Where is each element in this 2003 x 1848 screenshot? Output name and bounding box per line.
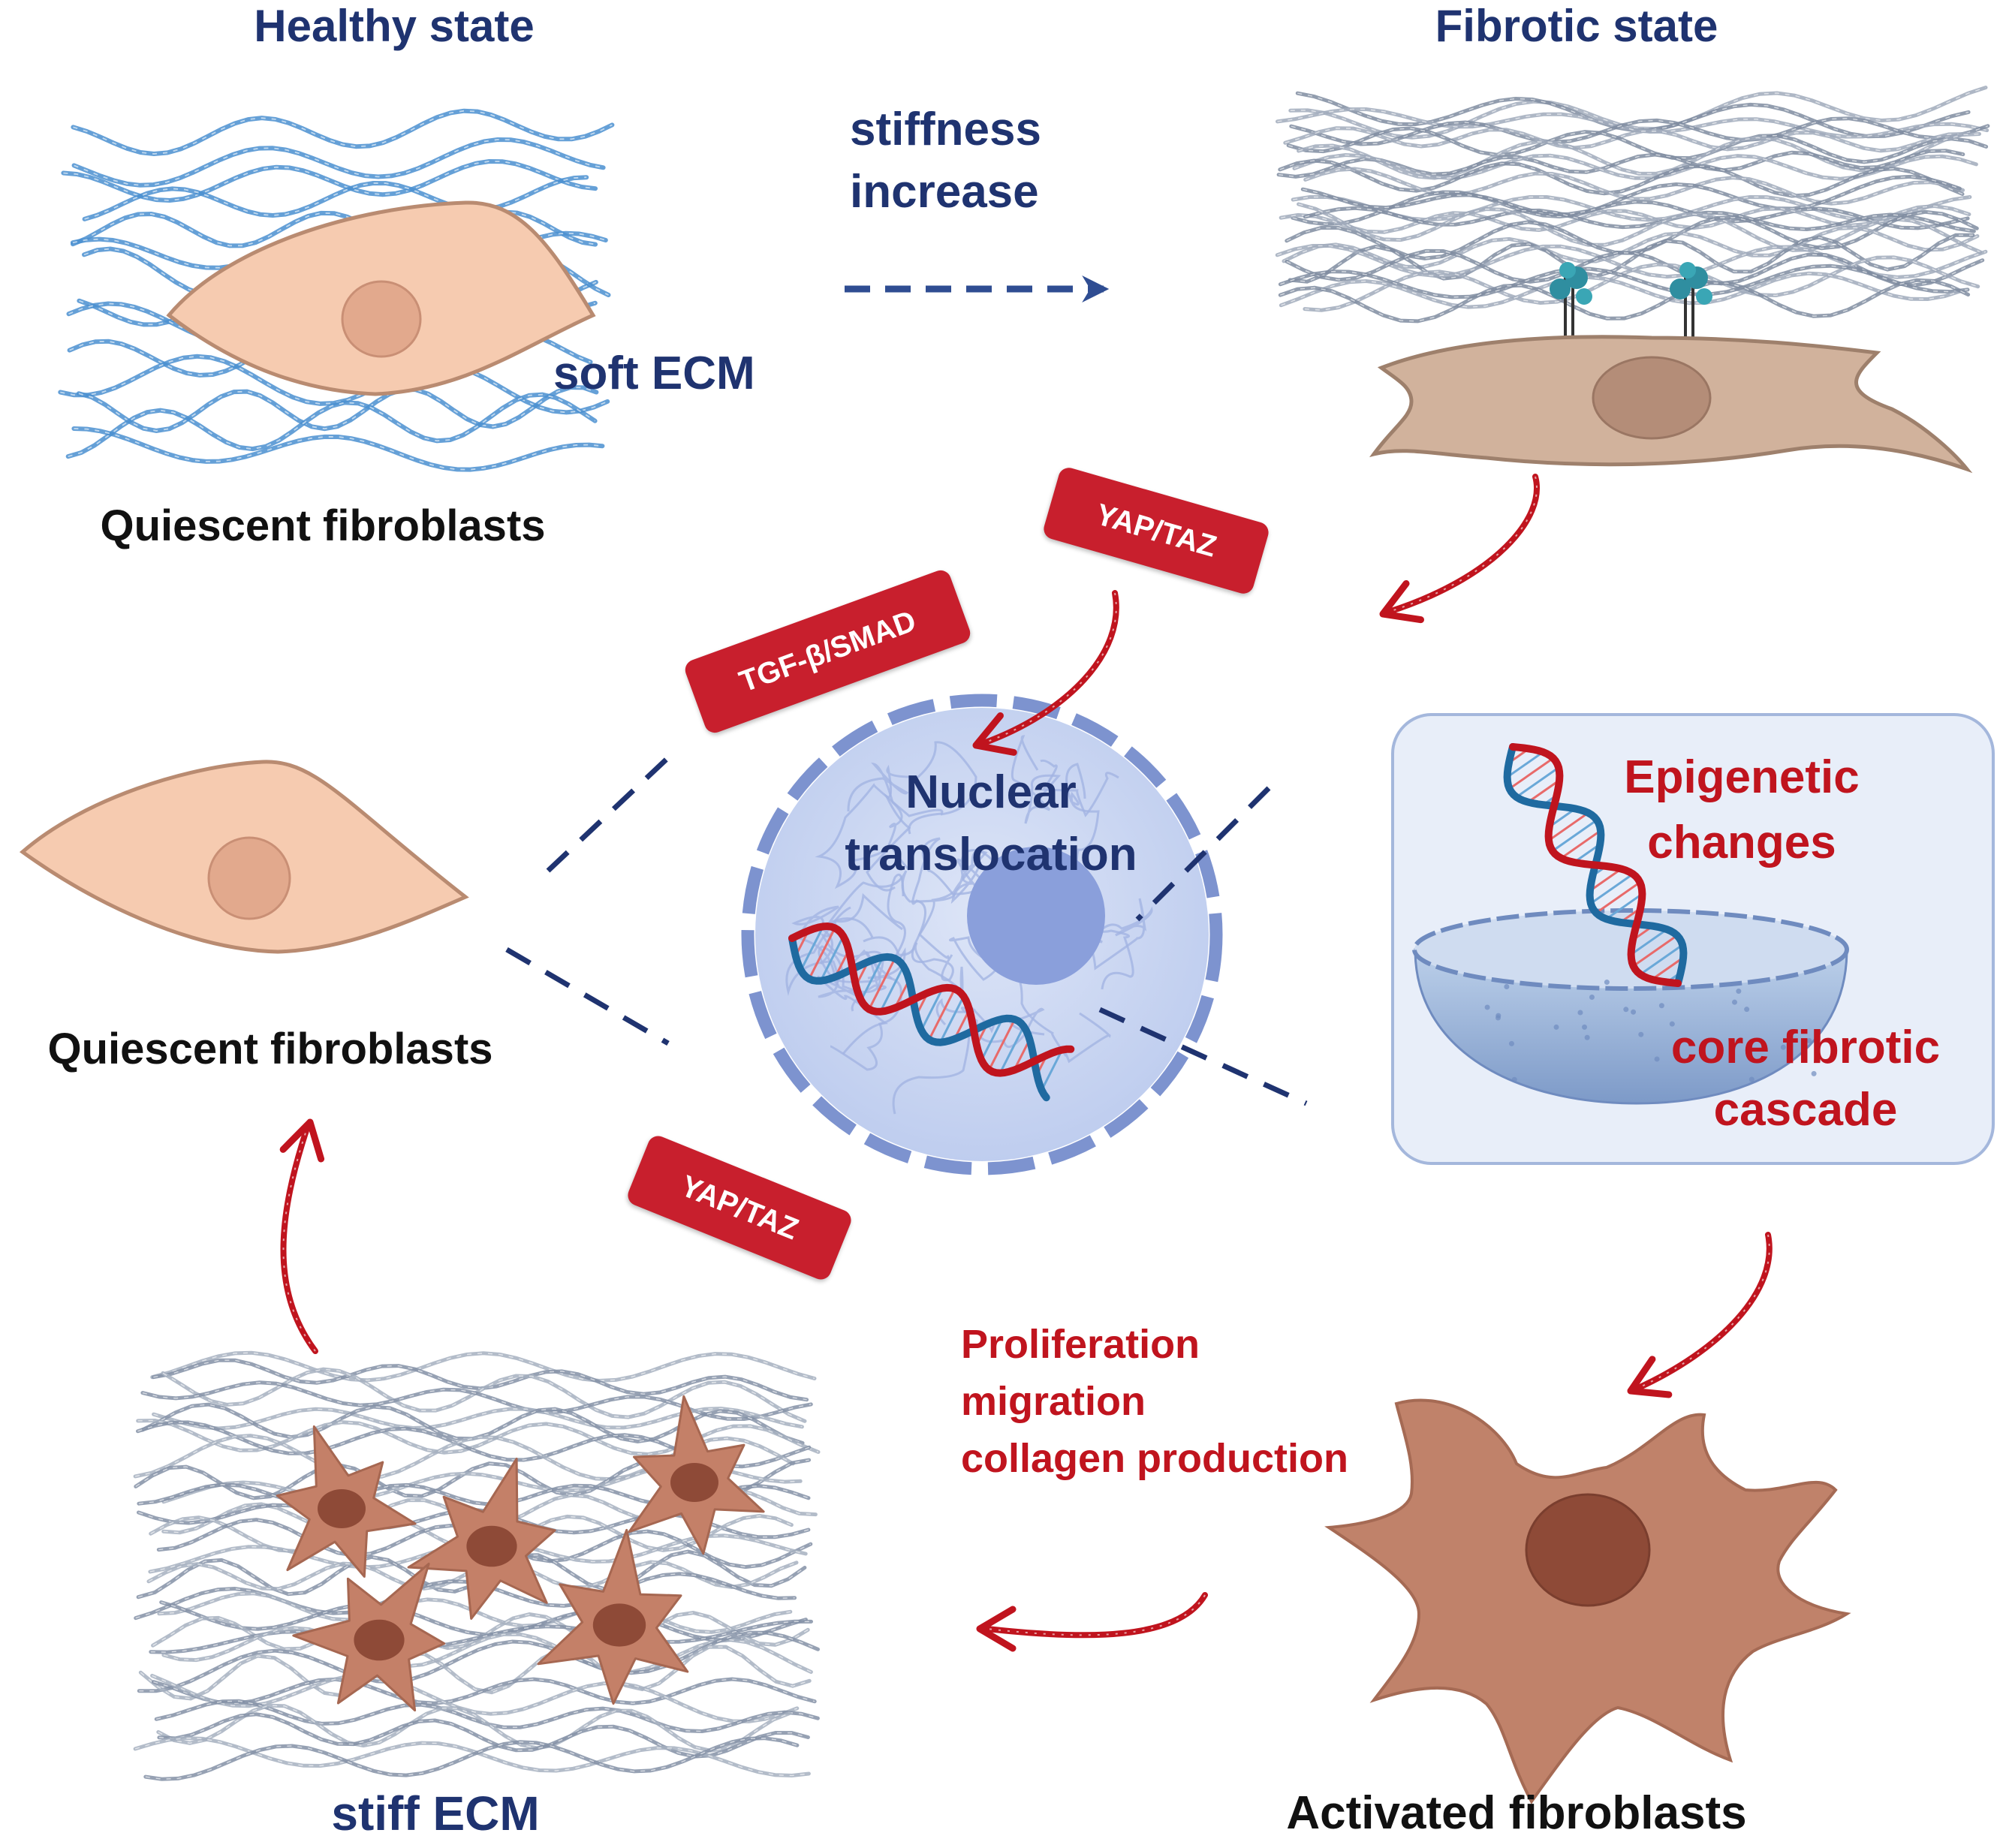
effect-label-3: collagen production [961,1436,1349,1481]
healthy-state-title: Healthy state [254,1,535,51]
quiescent-left-label: Quiescent fibroblasts [47,1025,493,1073]
quiescent-nucleus-top [341,280,422,358]
effect-label-1: Proliferation [961,1322,1200,1367]
activated-nucleus [1525,1493,1651,1607]
stiff-ecm-label: stiff ECM [331,1786,540,1840]
activated-fibroblasts-label: Activated fibroblasts [1286,1787,1747,1839]
stiffness-label-2: increase [850,166,1039,218]
dense-ecm-fibers [1275,86,1990,324]
core-cascade-label-2: cascade [1713,1084,1898,1136]
fibrotic-state-title: Fibrotic state [1435,1,1718,51]
nucleus [741,694,1223,1175]
stiff-ecm-cells [276,1395,765,1712]
core-cascade-label-1: core fibrotic [1670,1022,1941,1073]
nuclear-label-1: Nuclear [905,766,1077,818]
effect-label-2: migration [961,1379,1146,1424]
fibrotic-nucleus [1592,356,1712,440]
epigenetic-dna [1503,743,1688,987]
nuclear-label-2: translocation [845,829,1137,880]
red-arrows [279,474,1773,1652]
chromatin-bowl [1414,948,1848,1105]
epigenetic-label-1: Epigenetic [1624,751,1860,803]
quiescent-nucleus-left [207,836,291,920]
soft-ecm-label: soft ECM [553,348,755,399]
stiffness-label-1: stiffness [850,104,1041,155]
connector-lines [505,748,1308,1106]
epigenetic-label-2: changes [1647,817,1836,868]
quiescent-top-label: Quiescent fibroblasts [100,501,546,550]
